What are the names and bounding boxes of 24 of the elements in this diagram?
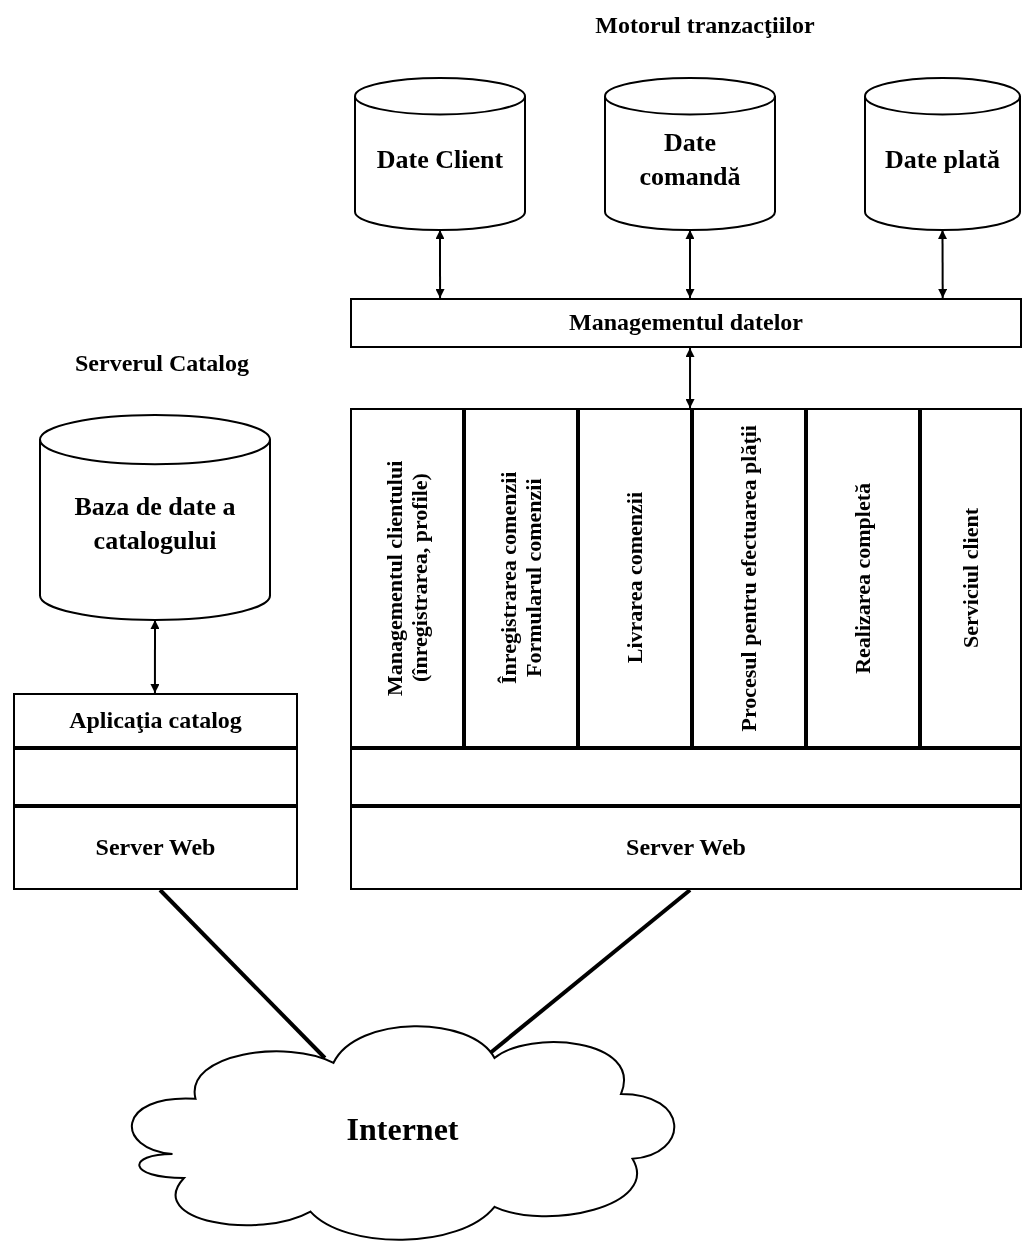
double-arrow [938, 229, 948, 299]
database-cylinder: Date plată [865, 78, 1020, 230]
module-column: Înregistrarea comenzii Formularul comenzii [464, 408, 578, 748]
module-column: Managementul clientului (înregistrarea, profile) [350, 408, 464, 748]
database-cylinder: Date comandă [605, 78, 775, 230]
connector-line [488, 888, 692, 1055]
group-heading: Serverul Catalog [75, 350, 249, 377]
double-arrow [685, 347, 695, 409]
double-arrow [150, 619, 160, 694]
module-column: Realizarea completă [806, 408, 920, 748]
double-arrow [435, 229, 445, 299]
module-column: Procesul pentru efectuarea plăţii [692, 408, 806, 748]
module-column: Serviciul client [920, 408, 1022, 748]
layer-box: Managementul datelor [350, 298, 1022, 348]
layer-box: Aplicaţia catalog [13, 693, 298, 748]
layer-box [350, 748, 1022, 806]
database-cylinder: Date Client [355, 78, 525, 230]
module-column: Livrarea comenzii [578, 408, 692, 748]
layer-box: Server Web [13, 806, 298, 890]
group-heading: Motorul tranzacţiilor [595, 12, 815, 39]
connector-line [158, 888, 327, 1060]
database-cylinder: Baza de date a catalogului [40, 415, 270, 620]
double-arrow [685, 229, 695, 299]
layer-box [13, 748, 298, 806]
